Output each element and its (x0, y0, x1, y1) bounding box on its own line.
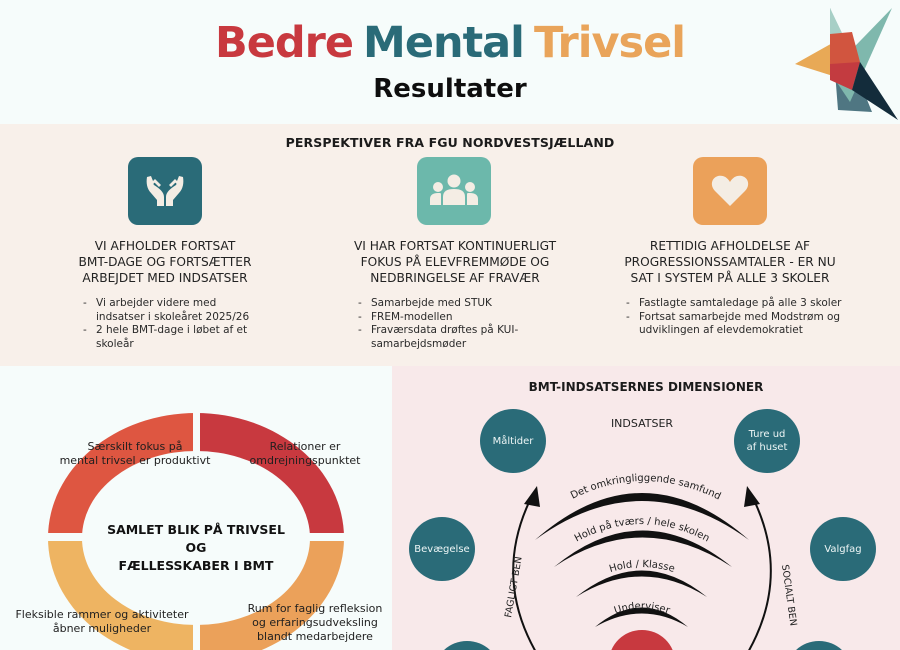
bubble-maltider: Måltider (480, 409, 546, 473)
label-line: mental trivsel er produktivt (59, 454, 211, 467)
left-arrow-label: FAGLIGT BEN (503, 556, 525, 619)
bubble-ture-ud: Ture ud af huset (734, 409, 800, 473)
ring-diagram (48, 413, 344, 650)
label-line: åbner muligheder (52, 622, 152, 635)
label-line: Rum for faglig refleksion (247, 602, 383, 615)
indsatser-label: INDSATSER (610, 417, 674, 430)
left-arrow-line (512, 495, 536, 650)
star-logo-icon (795, 8, 898, 120)
perspective-bullets: Vi arbejder videre med indsatser i skole… (83, 297, 253, 351)
right-arrow-label: SOCIALT BEN (779, 564, 799, 627)
perspective-column-progression: RETTIDIG AFHOLDELSE AF PROGRESSIONSSAMTA… (610, 124, 850, 366)
bubble-partial (796, 641, 842, 650)
ring-center-title: SAMLET BLIK PÅ TRIVSEL OG FÆLLESSKABER I… (96, 521, 296, 575)
hands-icon (128, 157, 202, 225)
title-word-bedre: Bedre (214, 18, 354, 68)
heading-line: SAT I SYSTEM PÅ ALLE 3 SKOLER (630, 271, 830, 285)
label-line: Fleksible rammer og aktiviteter (15, 608, 189, 621)
title-word-trivsel: Trivsel (533, 18, 686, 68)
bullet-item: FREM-modellen (358, 311, 528, 325)
heading-line: NEDBRINGELSE AF FRAVÆR (370, 271, 540, 285)
bullet-item: Samarbejde med STUK (358, 297, 528, 311)
center-line: SAMLET BLIK PÅ TRIVSEL OG (107, 522, 285, 555)
arc-label: Underviser (613, 601, 672, 617)
label-line: Særskilt fokus på (87, 440, 183, 453)
label-line: omdrejningspunktet (249, 454, 361, 467)
title-word-mental: Mental (363, 18, 525, 68)
perspectives-section: PERSPEKTIVER FRA FGU NORDVESTSJÆLLAND VI… (0, 124, 900, 366)
bubble-partial (444, 641, 490, 650)
bubble-label: Bevægelse (414, 543, 470, 555)
bubble-bevaegelse: Bevægelse (409, 517, 475, 581)
left-arrowhead-icon (524, 486, 540, 507)
bullet-item: Vi arbejder videre med indsatser i skole… (83, 297, 253, 324)
ring-label-top-right: Relationer er omdrejningspunktet (240, 440, 370, 468)
center-circle (611, 630, 673, 650)
bullet-item: Fraværsdata drøftes på KUI-samarbejdsmød… (358, 324, 528, 351)
arc-label: Hold / Klasse (608, 559, 676, 575)
heading-line: RETTIDIG AFHOLDELSE AF (649, 239, 811, 253)
dimensions-panel: BMT-INDSATSERNES DIMENSIONER INDSATSER D… (392, 366, 900, 650)
dimensions-title: BMT-INDSATSERNES DIMENSIONER (528, 380, 764, 394)
heading-line: ARBEJDET MED INDSATSER (82, 271, 248, 285)
ring-label-bottom-left: Fleksible rammer og aktiviteter åbner mu… (12, 608, 192, 636)
heart-icon (693, 157, 767, 225)
bubble-label: Valgfag (824, 543, 862, 555)
label-line: Relationer er (269, 440, 341, 453)
ring-label-top-left: Særskilt fokus på mental trivsel er prod… (40, 440, 230, 468)
perspective-bullets: Fastlagte samtaledage på alle 3 skoler F… (626, 297, 846, 338)
heading-line: PROGRESSIONSSAMTALER - ER NU (624, 255, 836, 269)
label-line: blandt medarbejdere (257, 630, 373, 643)
bullet-item: 2 hele BMT-dage i løbet af et skoleår (83, 324, 253, 351)
heading-line: BMT-DAGE OG FORTSÆTTER (78, 255, 252, 269)
perspective-column-bmt-days: VI AFHOLDER FORTSAT BMT-DAGE OG FORTSÆTT… (45, 124, 285, 366)
perspective-bullets: Samarbejde med STUK FREM-modellen Fravær… (358, 297, 528, 351)
overview-ring-panel: Særskilt fokus på mental trivsel er prod… (0, 366, 392, 650)
right-arrowhead-icon (744, 486, 760, 507)
heading-line: VI HAR FORTSAT KONTINUERLIGT (353, 239, 557, 253)
bullet-item: Fortsat samarbejde med Modstrøm og udvik… (626, 311, 846, 338)
people-icon (417, 157, 491, 225)
heading-line: VI AFHOLDER FORTSAT (94, 239, 236, 253)
bubble-label: Ture ud (748, 429, 786, 440)
bubble-valgfag: Valgfag (810, 517, 876, 581)
heading-line: FOKUS PÅ ELEVFREMMØDE OG (360, 255, 550, 269)
arc-label: Hold på tværs / hele skolen (573, 516, 711, 544)
ring-label-bottom-right: Rum for faglig refleksion og erfaringsud… (240, 602, 390, 644)
label-line: og erfaringsudveksling (252, 616, 378, 629)
perspective-heading: VI HAR FORTSAT KONTINUERLIGT FOKUS PÅ EL… (335, 238, 575, 286)
perspective-heading: VI AFHOLDER FORTSAT BMT-DAGE OG FORTSÆTT… (45, 238, 285, 286)
page-subtitle: Resultater (373, 74, 527, 104)
dimensions-diagram: Det omkringliggende samfund Hold på tvær… (444, 473, 842, 650)
perspectives-title: PERSPEKTIVER FRA FGU NORDVESTSJÆLLAND (285, 135, 615, 150)
center-line: FÆLLESSKABER I BMT (118, 558, 274, 573)
bullet-item: Fastlagte samtaledage på alle 3 skoler (626, 297, 846, 311)
bubble-label: Måltider (492, 435, 534, 447)
right-arrow-line (748, 495, 772, 650)
perspective-column-attendance: VI HAR FORTSAT KONTINUERLIGT FOKUS PÅ EL… (335, 124, 575, 366)
perspective-heading: RETTIDIG AFHOLDELSE AF PROGRESSIONSSAMTA… (610, 238, 850, 286)
bubble-label: af huset (746, 442, 788, 453)
